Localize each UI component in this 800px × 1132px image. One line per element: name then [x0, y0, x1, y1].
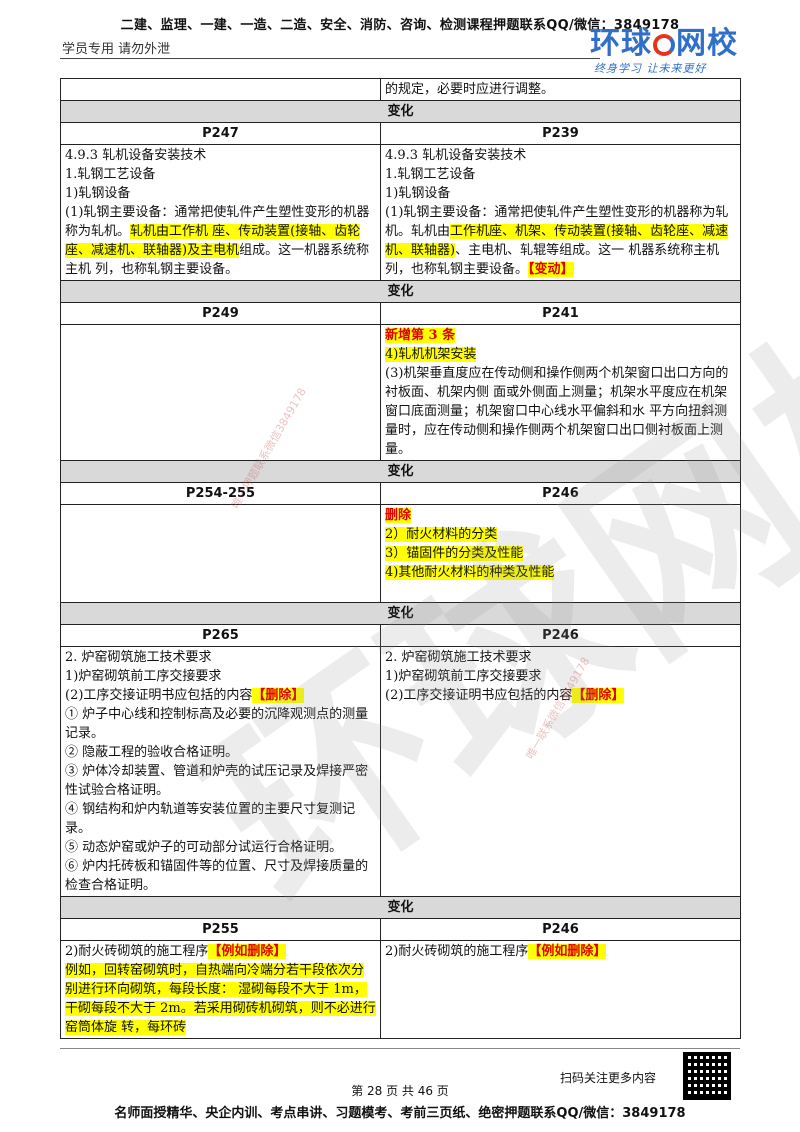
new-page-ref: P241 [380, 302, 741, 325]
scan-prompt: 扫码关注更多内容 [560, 1071, 657, 1085]
change-header: 变化 [60, 602, 741, 625]
old-content [60, 324, 381, 461]
change-row: 变化 [60, 460, 741, 483]
top-banner: 二建、监理、一建、一造、二造、安全、消防、咨询、检测课程押题联系QQ/微信：38… [120, 18, 680, 33]
list-item: ⑥ 炉内托砖板和锚固件等的位置、尺寸及焊接质量的检查合格证明。 [65, 859, 369, 893]
text-line: 2)耐火砖砌筑的施工程序 [65, 944, 209, 959]
new-page-ref: P239 [380, 122, 741, 145]
list-item: 2）耐火材料的分类 [385, 527, 498, 542]
page-row: P249 P241 [60, 302, 741, 325]
bottom-banner: 名师面授精华、央企内训、考点串讲、习题模考、考前三页纸、绝密押题联系QQ/微信：… [114, 1106, 686, 1121]
text-line: 4.9.3 轧机设备安装技术 [65, 148, 207, 163]
page-row: P247 P239 [60, 122, 741, 145]
logo-text-a: 环球 [590, 26, 652, 61]
old-page-ref: P247 [60, 122, 381, 145]
delete-tag: 【例如删除】 [528, 944, 607, 959]
change-row: 变化 [60, 100, 741, 123]
text-line: (2)工序交接证明书应包括的内容 [65, 688, 253, 703]
table-cell: 的规定，必要时应进行调整。 [380, 78, 741, 101]
text-line: (3)机架垂直度应在传动侧和操作侧两个机架窗口出口方向的衬板面、机架内侧 面或外… [385, 366, 729, 457]
text-line: (2)工序交接证明书应包括的内容 [385, 688, 573, 703]
list-item: ① 炉子中心线和控制标高及必要的沉降观测点的测量记录。 [65, 707, 369, 741]
list-item: 4)其他耐火材料的种类及性能 [385, 565, 555, 580]
text-line: (1)轧钢主要设备：通常把使轧件产生塑性变形的机器称为轧机。 [65, 205, 370, 239]
text-line: 1)炉窑砌筑前工序交接要求 [385, 669, 542, 684]
brand-logo: 环球网校 终身学习 让未来更好 [590, 28, 740, 76]
content-row: 2)耐火砖砌筑的施工程序【例如删除】 例如，回转窑砌筑时，自热端向冷端分若干段依… [60, 940, 741, 1039]
content-row: 删除 2）耐火材料的分类 3）锚固件的分类及性能 4)其他耐火材料的种类及性能 [60, 504, 741, 603]
page-number: 第 28 页 共 46 页 [351, 1084, 449, 1098]
text-line: 组成。这一机器系统称主机 列，也称轧钢主要设备。 [65, 243, 370, 277]
text-line: 2. 炉窑砌筑施工技术要求 [385, 650, 532, 665]
text-line: 1.轧钢工艺设备 [65, 167, 156, 182]
new-content: 2)耐火砖砌筑的施工程序【例如删除】 [380, 940, 741, 1039]
qr-code-icon[interactable] [683, 1052, 731, 1100]
text-line: 1)轧钢设备 [65, 186, 131, 201]
list-item: ④ 钢结构和炉内轨道等安装位置的主要尺寸复测记录。 [65, 802, 356, 836]
text-line: 1)轧钢设备 [385, 186, 451, 201]
page-row: P255 P246 [60, 918, 741, 941]
content-row: 新增第 3 条 4)轧机机架安装 (3)机架垂直度应在传动侧和操作侧两个机架窗口… [60, 324, 741, 461]
old-page-ref: P255 [60, 918, 381, 941]
content-row: 2. 炉窑砌筑施工技术要求 1)炉窑砌筑前工序交接要求 (2)工序交接证明书应包… [60, 646, 741, 897]
list-item: 3）锚固件的分类及性能 [385, 546, 524, 561]
change-header: 变化 [60, 100, 741, 123]
logo-text-b: 网校 [676, 26, 738, 61]
new-page-ref: P246 [380, 624, 741, 647]
logo-text: 环球网校 [590, 28, 740, 60]
logo-swirl-icon [653, 33, 675, 56]
section-title: 4)轧机机架安装 [385, 347, 477, 362]
change-header: 变化 [60, 896, 741, 919]
new-content: 4.9.3 轧机设备安装技术 1.轧钢工艺设备 1)轧钢设备 (1)轧钢主要设备… [380, 144, 741, 281]
text-line: 1)炉窑砌筑前工序交接要求 [65, 669, 222, 684]
content-row: 4.9.3 轧机设备安装技术 1.轧钢工艺设备 1)轧钢设备 (1)轧钢主要设备… [60, 144, 741, 281]
list-item: ② 隐蔽工程的验收合格证明。 [65, 745, 239, 760]
text-line: 4.9.3 轧机设备安装技术 [385, 148, 527, 163]
new-page-ref: P246 [380, 482, 741, 505]
page-row: P265 P246 [60, 624, 741, 647]
new-content: 新增第 3 条 4)轧机机架安装 (3)机架垂直度应在传动侧和操作侧两个机架窗口… [380, 324, 741, 461]
new-content: 2. 炉窑砌筑施工技术要求 1)炉窑砌筑前工序交接要求 (2)工序交接证明书应包… [380, 646, 741, 897]
comparison-table: 的规定，必要时应进行调整。 变化 P247 P239 4.9.3 轧机设备安装技… [60, 78, 741, 1039]
text-line: 2)耐火砖砌筑的施工程序 [385, 944, 529, 959]
delete-tag: 删除 [385, 508, 412, 523]
text-line: 、主电机、轧辊等组成。这一 机器系统称主机列，也称轧钢主要设备。 [385, 243, 720, 277]
text-line: 2. 炉窑砌筑施工技术要求 [65, 650, 212, 665]
old-content: 2. 炉窑砌筑施工技术要求 1)炉窑砌筑前工序交接要求 (2)工序交接证明书应包… [60, 646, 381, 897]
old-page-ref: P254-255 [60, 482, 381, 505]
new-page-ref: P246 [380, 918, 741, 941]
text-line: 1.轧钢工艺设备 [385, 167, 476, 182]
change-row: 变化 [60, 280, 741, 303]
highlighted-text: 例如，回转窑砌筑时，自热端向冷端分若干段依次分别进行环向砌筑，每段长度： 湿砌每… [65, 963, 376, 1035]
delete-tag: 【删除】 [572, 688, 625, 703]
page-row: P254-255 P246 [60, 482, 741, 505]
change-tag: 【变动】 [528, 262, 574, 277]
change-header: 变化 [60, 460, 741, 483]
list-item: ③ 炉体冷却装置、管道和炉壳的试压记录及焊接严密性试验合格证明。 [65, 764, 369, 798]
table-cell [60, 78, 381, 101]
footer-divider [60, 1048, 740, 1049]
old-content: 4.9.3 轧机设备安装技术 1.轧钢工艺设备 1)轧钢设备 (1)轧钢主要设备… [60, 144, 381, 281]
old-page-ref: P265 [60, 624, 381, 647]
change-header: 变化 [60, 280, 741, 303]
delete-tag: 【例如删除】 [208, 944, 287, 959]
new-content: 删除 2）耐火材料的分类 3）锚固件的分类及性能 4)其他耐火材料的种类及性能 [380, 504, 741, 603]
delete-tag: 【删除】 [252, 688, 305, 703]
old-content [60, 504, 381, 603]
table-row: 的规定，必要时应进行调整。 [60, 78, 741, 101]
confidential-note: 学员专用 请勿外泄 [62, 42, 171, 57]
header-divider [60, 58, 600, 59]
change-row: 变化 [60, 602, 741, 625]
list-item: ⑤ 动态炉窑或炉子的可动部分试运行合格证明。 [65, 840, 343, 855]
logo-slogan: 终身学习 让未来更好 [594, 62, 707, 75]
text-line: (1)轧钢主要设备：通常把使轧件产生塑性变形的机器称为轧机。轧机由 [385, 205, 729, 239]
new-item-tag: 新增第 3 条 [385, 328, 456, 343]
old-content: 2)耐火砖砌筑的施工程序【例如删除】 例如，回转窑砌筑时，自热端向冷端分若干段依… [60, 940, 381, 1039]
change-row: 变化 [60, 896, 741, 919]
old-page-ref: P249 [60, 302, 381, 325]
